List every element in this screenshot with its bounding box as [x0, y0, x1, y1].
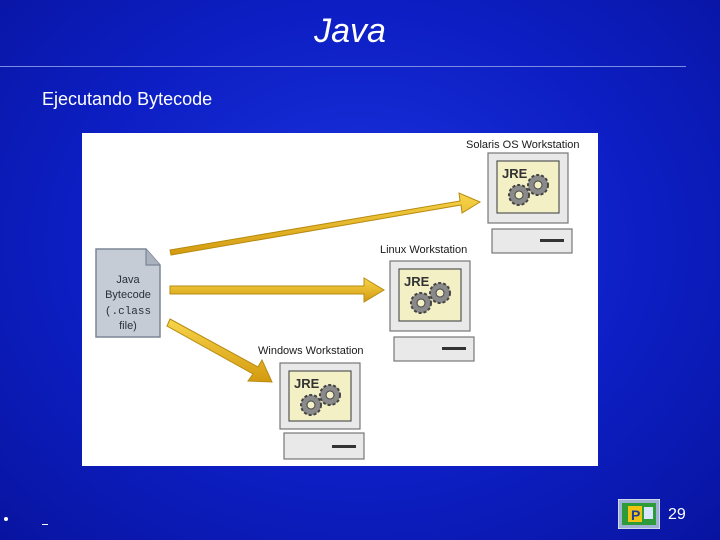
placeholder-underscore	[42, 524, 48, 525]
bullet-dot	[4, 517, 8, 521]
arrow-to-linux	[170, 278, 384, 302]
arrow-to-windows	[167, 319, 272, 382]
bytecode-diagram: Java Bytecode (.class file) Solaris OS W…	[82, 133, 598, 466]
linux-workstation-label: Linux Workstation	[380, 244, 467, 256]
slide-subtitle: Ejecutando Bytecode	[42, 89, 212, 110]
presentation-logo-icon: P	[618, 499, 660, 529]
file-label-line-3: (.class	[105, 306, 151, 318]
bytecode-file-icon: Java Bytecode (.class file)	[96, 249, 160, 337]
windows-computer-icon: JRE	[280, 363, 364, 459]
linux-computer-icon: JRE	[390, 261, 474, 361]
svg-text:P: P	[631, 507, 640, 523]
page-number: 29	[668, 506, 686, 524]
slide-title: Java	[0, 12, 700, 51]
linux-jre-label: JRE	[404, 274, 430, 289]
file-label-line-1: Java	[116, 274, 140, 286]
windows-jre-label: JRE	[294, 376, 320, 391]
file-label-line-4: file)	[119, 320, 137, 332]
solaris-workstation-label: Solaris OS Workstation	[466, 139, 580, 151]
windows-workstation-label: Windows Workstation	[258, 345, 364, 357]
solaris-jre-label: JRE	[502, 166, 528, 181]
file-label-line-2: Bytecode	[105, 289, 151, 301]
title-divider	[0, 66, 686, 67]
solaris-computer-icon: JRE	[488, 153, 572, 253]
